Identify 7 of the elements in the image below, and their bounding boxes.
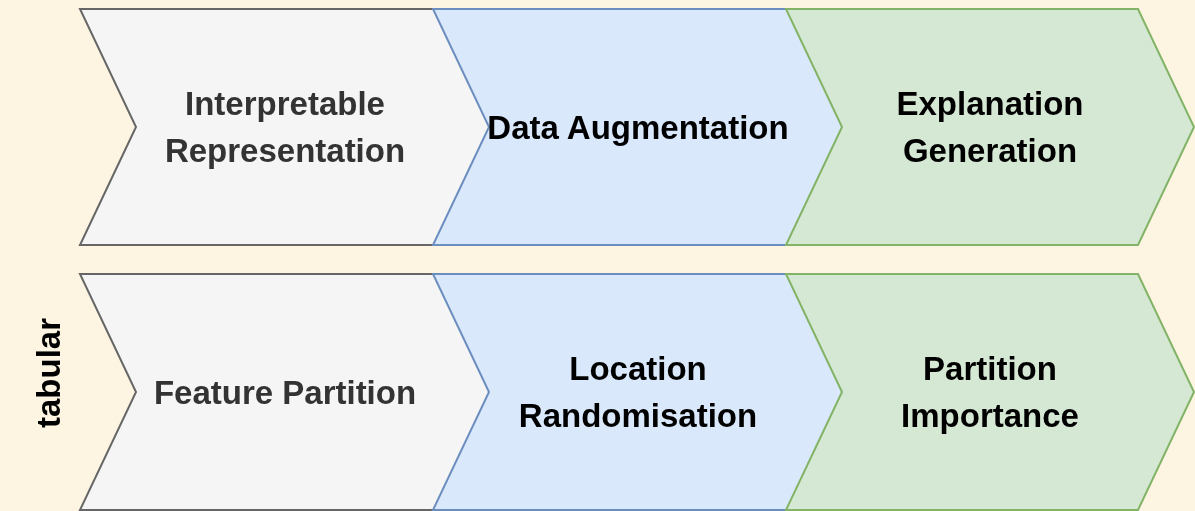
row-label: tabular xyxy=(30,318,68,429)
step-label: Location Randomisation xyxy=(517,349,759,436)
step-label: Interpretable Representation xyxy=(163,84,407,171)
step-label: Explanation Generation xyxy=(895,84,1085,171)
step-label: Feature Partition xyxy=(152,372,418,413)
step-label: Partition Importance xyxy=(900,349,1080,436)
step-label: Data Augmentation xyxy=(486,107,790,148)
